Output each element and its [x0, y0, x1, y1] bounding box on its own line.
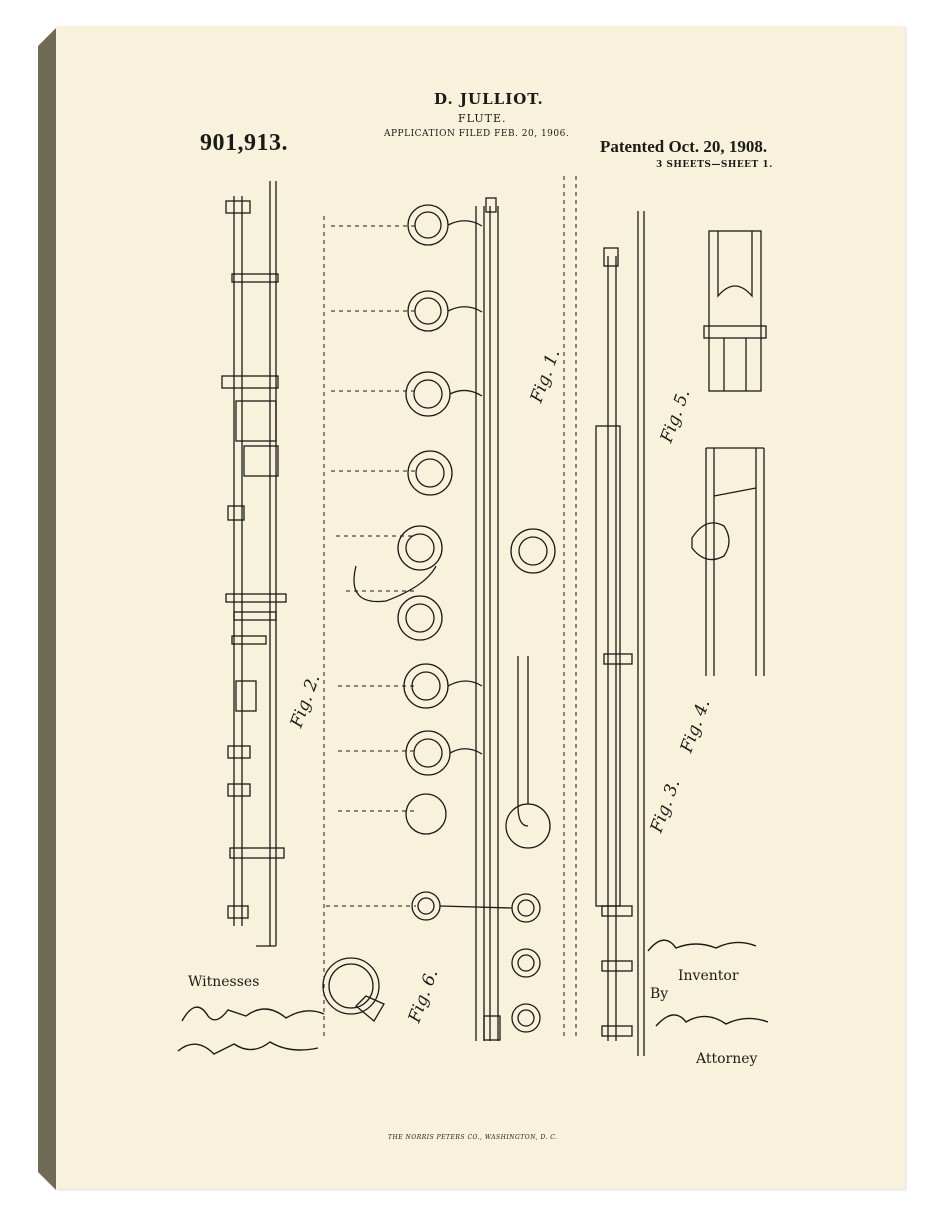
inventor-label: Inventor — [678, 968, 739, 984]
inventor-signature — [647, 939, 757, 952]
sheet-count: 3 SHEETS—SHEET 1. — [656, 160, 773, 170]
fig1-key-view — [353, 197, 556, 1041]
canvas-edge — [38, 28, 56, 1190]
attorney-label: Attorney — [696, 1051, 758, 1067]
witness-signature-2 — [177, 1041, 319, 1055]
fig3-rod — [595, 211, 645, 1056]
application-filed: APPLICATION FILED FEB. 20, 1906. — [384, 129, 570, 139]
patented-date: Patented Oct. 20, 1908. — [600, 137, 768, 156]
patent-number: 901,913. — [200, 130, 288, 156]
witnesses-label: Witnesses — [188, 974, 260, 990]
printer-imprint: THE NORRIS PETERS CO., WASHINGTON, D. C. — [388, 1134, 558, 1141]
fig2-side-view — [221, 181, 287, 947]
witness-signature-1 — [181, 1006, 325, 1022]
inventor-heading: D. JULLIOT. — [434, 90, 544, 108]
patent-sheet: D. JULLIOT. FLUTE. APPLICATION FILED FEB… — [56, 26, 905, 1189]
flute-drawing — [221, 176, 767, 1056]
fig4-section — [691, 447, 765, 676]
signatures — [177, 939, 769, 1055]
attorney-signature — [655, 1014, 769, 1027]
by-label: By — [650, 986, 669, 1002]
fig6-detail — [322, 957, 385, 1022]
subject-heading: FLUTE. — [458, 112, 507, 125]
fig5-tube — [703, 230, 767, 392]
